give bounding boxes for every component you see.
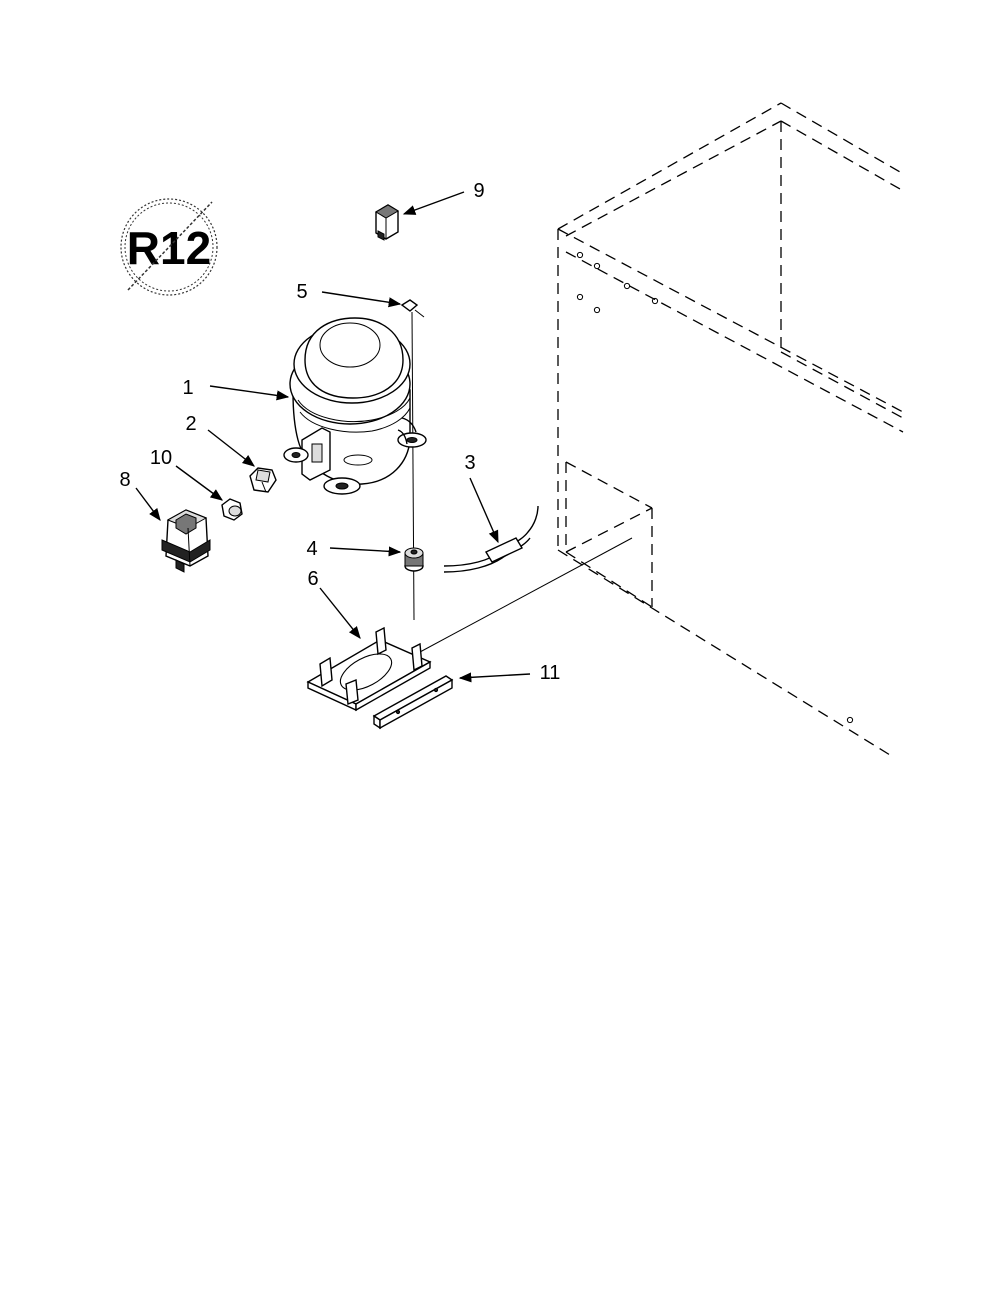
leader-1 [209, 385, 290, 401]
leader-8 [135, 487, 161, 522]
leader-9 [402, 191, 465, 215]
part-1-compressor [283, 317, 427, 495]
leader-10 [175, 465, 224, 501]
part-8-overload [161, 509, 211, 573]
callout-4: 4 [306, 538, 317, 560]
callout-3: 3 [464, 452, 475, 474]
callout-labels: 1 2 3 4 5 6 8 9 10 11 [119, 180, 560, 684]
leader-3 [469, 477, 499, 544]
part-10-cap [221, 498, 243, 521]
callout-8: 8 [119, 469, 130, 491]
callout-9: 9 [473, 180, 484, 202]
callout-2: 2 [185, 413, 196, 435]
leader-4 [329, 546, 402, 557]
part-3-harness [443, 505, 539, 573]
part-11-rail [372, 675, 454, 730]
callout-leaders [135, 191, 531, 683]
logo-text: R12 [127, 222, 211, 274]
leader-11 [458, 672, 531, 683]
callout-6: 6 [307, 568, 318, 590]
leader-2 [207, 429, 255, 467]
part-4-grommet [404, 547, 424, 572]
leader-6 [319, 587, 361, 639]
callout-1: 1 [182, 377, 193, 399]
part-2-start-device [249, 467, 277, 493]
part-9-relay [375, 204, 399, 241]
callout-10: 10 [150, 447, 172, 469]
leader-5 [321, 291, 402, 308]
cabinet-outline [419, 102, 904, 756]
callout-5: 5 [296, 281, 307, 303]
callout-11: 11 [540, 662, 561, 684]
cabinet-screw-holes [576, 251, 854, 724]
r12-logo: R12 [120, 198, 218, 296]
part-6-base-plate [306, 626, 432, 712]
